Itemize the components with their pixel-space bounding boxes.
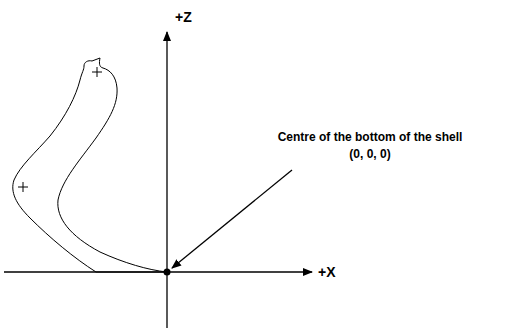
note-text: Centre of the bottom of the shell (278, 131, 463, 143)
shell-outline (13, 58, 167, 272)
axis-label: +Z (175, 10, 192, 24)
leader-arrow (172, 170, 292, 268)
z-axis (166, 32, 167, 328)
cross-mark (92, 67, 102, 77)
cross-mark (18, 182, 28, 192)
origin-dot (164, 269, 171, 276)
coordinate-label: (0, 0, 0) (349, 148, 390, 160)
axis-label: +X (318, 265, 336, 279)
